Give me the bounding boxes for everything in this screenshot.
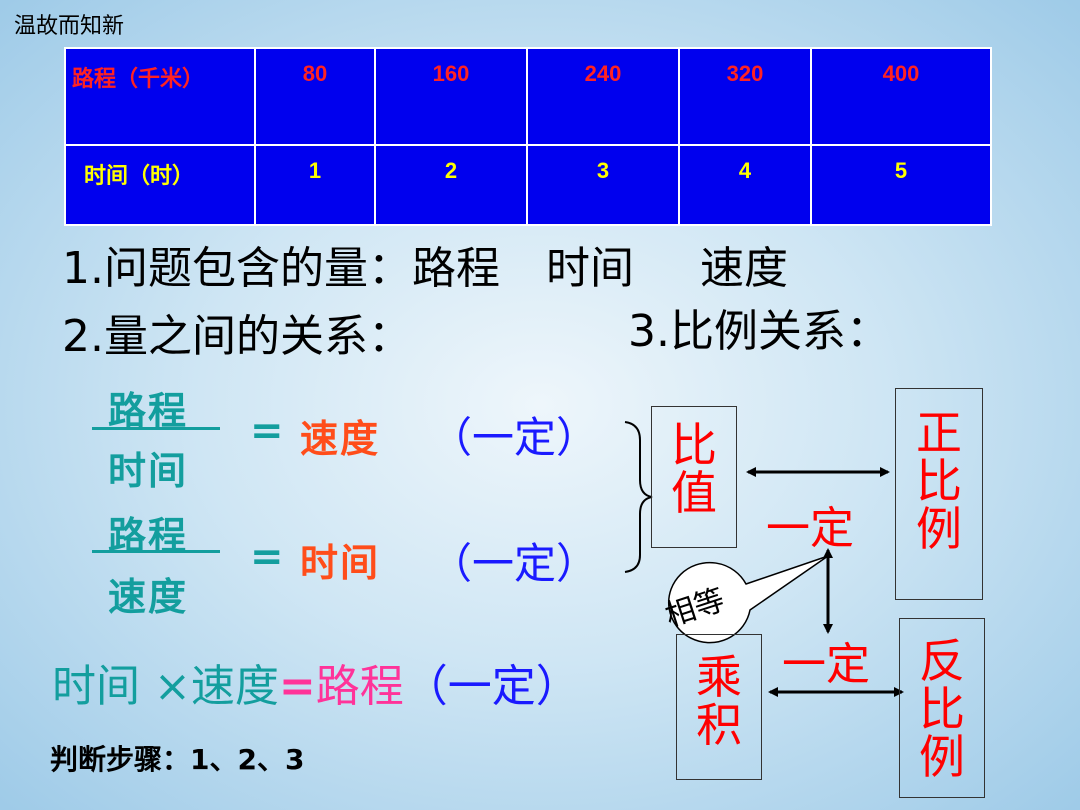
table-cell: 4 xyxy=(678,144,812,226)
box-product: 乘积 xyxy=(676,634,762,780)
bubble-equal xyxy=(667,555,829,644)
question-1: 1.问题包含的量：路程时间 速度 xyxy=(62,232,788,296)
question-1-speed: 速度 xyxy=(699,243,788,294)
table-cell: 5 xyxy=(810,144,992,226)
table-row-distance: 路程（千米） 80 160 240 320 400 xyxy=(64,47,992,146)
box-ratio-text: 比值 xyxy=(671,418,717,520)
table-cell: 400 xyxy=(810,47,992,146)
data-table: 路程（千米） 80 160 240 320 400 时间（时） 1 2 3 4 … xyxy=(64,47,992,226)
fraction1-constant: （一定） xyxy=(430,413,599,462)
box-ratio: 比值 xyxy=(651,406,737,548)
question-2: 2.量之间的关系： xyxy=(62,311,412,362)
question-1-text: 1.问题包含的量：路程 xyxy=(62,243,500,294)
box-direct-proportion: 正比例 xyxy=(895,388,983,600)
formula-equals: = xyxy=(278,661,316,712)
slide-title: 温故而知新 xyxy=(14,14,125,39)
fraction1-result: 速度 xyxy=(300,416,381,461)
fraction2-result: 时间 xyxy=(300,540,381,585)
fraction1-bar xyxy=(92,427,220,430)
fraction2-denominator: 速度 xyxy=(108,574,189,619)
formula-speed: 速度 xyxy=(190,661,279,712)
judgment-steps: 判断步骤：1、2、3 xyxy=(50,743,305,776)
table-cell: 1 xyxy=(254,144,376,226)
formula-distance: 路程 xyxy=(315,661,404,712)
table-header-time: 时间（时） xyxy=(64,144,256,226)
box-inverse-proportion: 反比例 xyxy=(899,618,985,798)
question-1-time: 时间 xyxy=(545,243,634,294)
fraction2-constant: （一定） xyxy=(430,539,599,588)
formula-time: 时间 × xyxy=(52,661,191,712)
table-cell: 2 xyxy=(374,144,528,226)
table-cell: 240 xyxy=(526,47,680,146)
question-3: 3.比例关系： xyxy=(628,306,890,357)
box-direct-text: 正比例 xyxy=(916,406,962,556)
box-product-text: 乘积 xyxy=(696,650,742,752)
fraction1-numerator: 路程 xyxy=(108,388,189,433)
constant-label-bottom: 一定 xyxy=(782,639,870,690)
table-cell: 3 xyxy=(526,144,680,226)
fraction2-bar xyxy=(92,550,220,553)
table-header-distance: 路程（千米） xyxy=(64,47,256,146)
formula: 时间 ×速度=路程（一定） xyxy=(52,650,580,714)
fraction1-denominator: 时间 xyxy=(108,448,189,493)
table-row-time: 时间（时） 1 2 3 4 5 xyxy=(64,144,992,226)
table-cell: 160 xyxy=(374,47,528,146)
formula-constant: （一定） xyxy=(403,661,580,712)
table-cell: 80 xyxy=(254,47,376,146)
fraction1-equals: = xyxy=(250,408,284,454)
box-inverse-text: 反比例 xyxy=(919,634,965,784)
fraction2-equals: = xyxy=(250,534,284,580)
table-cell: 320 xyxy=(678,47,812,146)
constant-label-top: 一定 xyxy=(766,503,854,554)
brace xyxy=(624,421,653,573)
